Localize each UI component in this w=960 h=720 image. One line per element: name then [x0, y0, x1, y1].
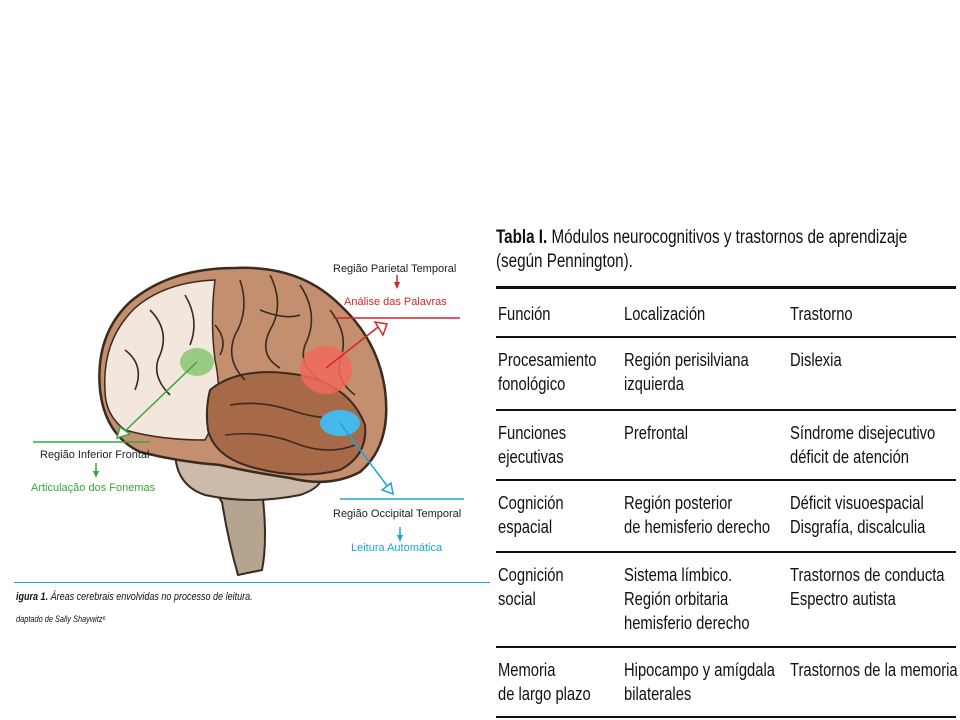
table-cell-localizacion: Hipocampo y amígdala — [624, 660, 775, 680]
table-header-cell: Localización — [624, 304, 706, 324]
table-cell-trastorno: Síndrome disejecutivo — [790, 423, 936, 443]
figure-caption: igura 1. Áreas cerebrais envolvidas no p… — [16, 591, 253, 603]
table-cell-funcion: Cognición — [498, 565, 564, 585]
table-cell-funcion: Procesamiento — [498, 350, 597, 370]
brain-figure: Região Parietal Temporal Análise das Pal… — [0, 240, 490, 660]
table-rule — [496, 286, 956, 289]
frontal-region-label: Região Inferior Frontal — [40, 449, 150, 461]
table-cell-funcion: Cognición — [498, 493, 564, 513]
table-panel: Tabla I. Módulos neurocognitivos y trast… — [496, 226, 956, 274]
table-cell-trastorno: Trastornos de la memoria — [790, 660, 958, 680]
table-rule — [496, 716, 956, 718]
table-cell-trastorno: Trastornos de conducta — [790, 565, 945, 585]
table-cell-localizacion: Región perisilviana — [624, 350, 749, 370]
table-cell-localizacion: hemisferio derecho — [624, 613, 750, 633]
figure-source: daptado de Sally Shaywitz⁶ — [16, 614, 106, 624]
table-rule — [496, 409, 956, 411]
table-cell-localizacion: Prefrontal — [624, 423, 688, 443]
temporal-lobe — [205, 371, 367, 476]
table-cell-funcion: social — [498, 589, 536, 609]
table-cell-localizacion: de hemisferio derecho — [624, 517, 771, 537]
frontal-lobe — [104, 279, 220, 441]
table-cell-localizacion: Región orbitaria — [624, 589, 729, 609]
table-cell-localizacion: izquierda — [624, 374, 684, 394]
table-cell-trastorno: Déficit visuoespacial — [790, 493, 924, 513]
parietal-arrow-head — [373, 320, 389, 337]
table-cell-funcion: ejecutivas — [498, 447, 564, 467]
table-cell-localizacion: bilaterales — [624, 684, 692, 704]
table-cell-funcion: espacial — [498, 517, 553, 537]
table-cell-funcion: Memoria — [498, 660, 556, 680]
table-title: Tabla I. Módulos neurocognitivos y trast… — [496, 227, 908, 272]
table-cell-trastorno: Espectro autista — [790, 589, 896, 609]
frontal-arrow-head — [115, 425, 132, 440]
table-rule — [496, 551, 956, 553]
table-cell-trastorno: Dislexia — [790, 350, 842, 370]
frontal-function-label: Articulação dos Fonemas — [31, 482, 156, 494]
table-rule — [496, 479, 956, 481]
table-rule — [496, 646, 956, 648]
parietal-region-label: Região Parietal Temporal — [333, 263, 457, 275]
table-header-cell: Función — [498, 304, 551, 324]
table-cell-localizacion: Región posterior — [624, 493, 733, 513]
table-cell-trastorno: Disgrafía, discalculia — [790, 517, 926, 537]
brain-illustration — [33, 266, 464, 577]
parietal-function-label: Análise das Palavras — [344, 296, 447, 308]
table-cell-localizacion: Sistema límbico. — [624, 565, 733, 585]
occipital-region-label: Região Occipital Temporal — [333, 508, 462, 520]
figure-divider — [14, 582, 490, 583]
table-header-cell: Trastorno — [790, 304, 853, 324]
table-cell-funcion: de largo plazo — [498, 684, 591, 704]
occipital-arrow-head — [380, 481, 394, 496]
table-rule — [496, 336, 956, 338]
occipital-function-label: Leitura Automática — [351, 542, 443, 554]
table-cell-trastorno: déficit de atención — [790, 447, 909, 467]
table-cell-funcion: Funciones — [498, 423, 567, 443]
table-cell-funcion: fonológico — [498, 374, 566, 394]
